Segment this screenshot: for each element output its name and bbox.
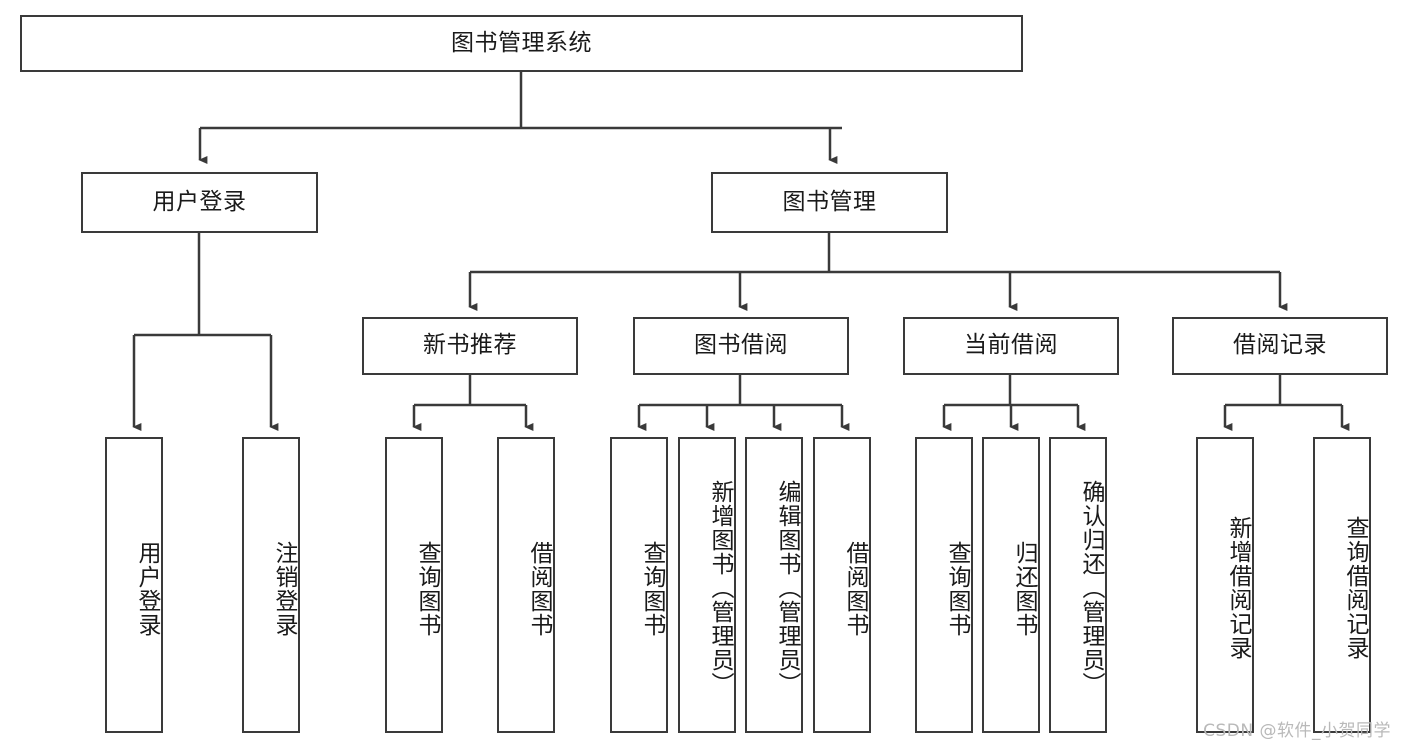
node-label: 查询图书 [944,541,970,637]
node-label: 图书借阅 [694,332,788,359]
node-new-book-recommend[interactable]: 新书推荐 [362,317,578,375]
leaf-query-book-recommend[interactable]: 查询图书 [385,437,443,733]
node-current-borrow[interactable]: 当前借阅 [903,317,1119,375]
node-label: 新增借阅记录 [1225,516,1251,660]
leaf-add-book-admin[interactable]: 新增图书（管理员） [678,437,736,733]
leaf-query-borrow-record[interactable]: 查询借阅记录 [1313,437,1371,733]
node-label: 注销登录 [271,541,297,637]
leaf-query-book-borrow[interactable]: 查询图书 [610,437,668,733]
node-label: 查询图书 [639,541,665,637]
leaf-query-book-current[interactable]: 查询图书 [915,437,973,733]
node-root-book-management-system[interactable]: 图书管理系统 [20,15,1023,72]
leaf-borrow-book[interactable]: 借阅图书 [813,437,871,733]
node-label: 归还图书 [1011,541,1037,637]
node-label: 当前借阅 [964,332,1058,359]
node-label: 确认归还（管理员） [1078,480,1104,696]
node-label: 新书推荐 [423,332,517,359]
node-label: 查询图书 [414,541,440,637]
node-label: 图书管理 [782,188,877,215]
node-label: 编辑图书（管理员） [774,480,800,696]
leaf-user-login[interactable]: 用户登录 [105,437,163,733]
leaf-add-borrow-record[interactable]: 新增借阅记录 [1196,437,1254,733]
leaf-confirm-return-admin[interactable]: 确认归还（管理员） [1049,437,1107,733]
leaf-return-book[interactable]: 归还图书 [982,437,1040,733]
watermark-text: CSDN @软件_小贺同学 [1203,721,1391,741]
leaf-logout[interactable]: 注销登录 [242,437,300,733]
node-label: 借阅记录 [1233,332,1327,359]
node-label: 借阅图书 [842,541,868,637]
node-label: 借阅图书 [526,541,552,637]
leaf-edit-book-admin[interactable]: 编辑图书（管理员） [745,437,803,733]
node-label: 用户登录 [152,188,247,215]
node-borrow-record[interactable]: 借阅记录 [1172,317,1388,375]
node-user-login[interactable]: 用户登录 [81,172,318,233]
node-label: 新增图书（管理员） [707,480,733,696]
leaf-borrow-book-recommend[interactable]: 借阅图书 [497,437,555,733]
node-book-borrow[interactable]: 图书借阅 [633,317,849,375]
node-label: 用户登录 [134,541,160,637]
node-book-management[interactable]: 图书管理 [711,172,948,233]
node-label: 查询借阅记录 [1342,516,1368,660]
node-label: 图书管理系统 [451,29,592,56]
